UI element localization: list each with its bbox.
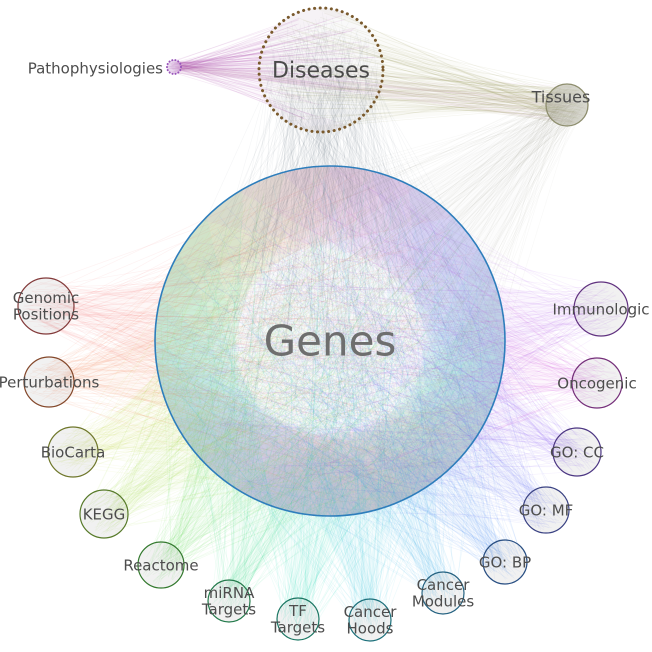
node-go-cc[interactable]: [552, 427, 602, 477]
edge-fan-mirna-targets: [173, 179, 469, 619]
label-go-cc: GO: CC: [550, 443, 604, 461]
links-diseases-genes: [165, 12, 499, 504]
edge-hull-immunologic: [202, 166, 602, 516]
edge-fan-kegg: [82, 169, 499, 536]
edge-fan-genomic-positions: [22, 172, 498, 494]
edge-hull-go-cc: [172, 166, 577, 516]
node-labels: Genes Diseases PathophysiologiesTissuesGen…: [0, 59, 650, 638]
node-biocarta[interactable]: [47, 426, 99, 478]
node-genes[interactable]: [154, 165, 506, 517]
edge-links: [165, 10, 588, 504]
links-pathophysiologies-tissues: [167, 61, 588, 124]
edge-fan-biocarta: [51, 177, 487, 502]
label-kegg: KEGG: [83, 505, 126, 523]
edge-hull-go-mf: [159, 166, 546, 516]
edge-hull-kegg: [104, 166, 500, 516]
edge-fan-reactome: [142, 177, 498, 586]
node-diseases[interactable]: [257, 6, 385, 134]
node-cancer-hoods[interactable]: [348, 598, 392, 642]
label-genes: Genes: [264, 317, 397, 366]
node-perturbations[interactable]: [23, 356, 75, 408]
node-reactome[interactable]: [137, 541, 185, 589]
edge-fan-go-cc: [163, 184, 597, 501]
edge-fans: [22, 169, 625, 637]
edge-hull-oncogenic: [197, 166, 598, 516]
node-immunologic[interactable]: [573, 281, 629, 337]
label-perturbations: Perturbations: [0, 373, 100, 391]
label-tissues: Tissues: [531, 88, 591, 107]
edge-hull-tf-targets: [155, 216, 505, 619]
edge-hull-go-bp: [155, 170, 505, 562]
edge-hull-reactome: [155, 171, 505, 565]
node-go-bp[interactable]: [482, 539, 528, 585]
edge-hull-biocarta: [73, 166, 485, 516]
edge-hull-genomic-positions: [46, 166, 454, 516]
links-tissues-diseases: [261, 10, 587, 126]
node-kegg[interactable]: [79, 489, 129, 539]
node-tissues[interactable]: [545, 83, 589, 127]
label-reactome: Reactome: [123, 556, 198, 574]
edge-fan-go-mf: [177, 180, 567, 531]
edge-fan-cancer-modules: [172, 182, 490, 610]
edge-hull-mirna-targets: [155, 189, 505, 602]
label-pathophysiologies: Pathophysiologies: [28, 59, 163, 77]
edge-hull-cancer-modules: [155, 184, 506, 593]
node-pathophysiologies[interactable]: [166, 59, 182, 75]
edge-fan-perturbations: [28, 173, 481, 507]
edge-hulls: [46, 8, 602, 620]
edge-fan-cancer-hoods: [162, 171, 498, 637]
link-hull-pathophysiologies-diseases: [174, 8, 349, 132]
edge-hull-cancer-hoods: [155, 214, 505, 620]
links-tissues-genes: [179, 86, 586, 499]
edge-fan-go-bp: [160, 171, 524, 580]
label-biocarta: BioCarta: [41, 443, 106, 461]
node-cancer-modules[interactable]: [421, 571, 465, 615]
label-go-bp: GO: BP: [479, 553, 531, 571]
link-hull-tissues-diseases: [297, 8, 567, 132]
edge-fan-tf-targets: [162, 171, 494, 637]
label-immunologic: Immunologic: [552, 300, 649, 318]
node-genomic-positions[interactable]: [17, 277, 75, 335]
label-go-mf: GO: MF: [519, 501, 574, 519]
node-mirna-targets[interactable]: [207, 579, 251, 623]
node-circles: [17, 6, 629, 642]
label-diseases: Diseases: [272, 59, 370, 84]
node-tf-targets[interactable]: [276, 597, 320, 641]
node-oncogenic[interactable]: [571, 357, 623, 409]
label-oncogenic: Oncogenic: [557, 374, 636, 392]
node-go-mf[interactable]: [522, 486, 570, 534]
edge-fan-oncogenic: [166, 172, 618, 505]
edge-hull-perturbations: [49, 166, 457, 516]
